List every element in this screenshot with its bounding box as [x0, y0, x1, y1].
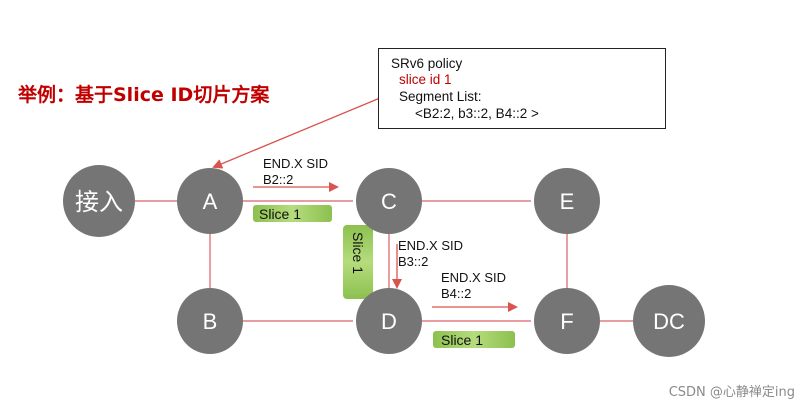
sid-value-a-c: B2::2 — [263, 172, 294, 187]
sid-value-d-f: B4::2 — [441, 286, 472, 301]
slice-bar-d-f — [433, 331, 515, 348]
node-d: D — [356, 288, 422, 354]
slice-label-a-c: Slice 1 — [259, 206, 301, 222]
policy-segment-list: <B2:2, b3::2, B4::2 > — [415, 106, 539, 121]
slice-label-c-d: Slice 1 — [350, 232, 366, 274]
diagram-title: 举例：基于Slice ID切片方案 — [18, 84, 270, 106]
slice-bar-a-c — [253, 205, 332, 222]
sid-label-a-c: END.X SID B2::2 — [263, 156, 328, 188]
policy-slice-id: slice id 1 — [399, 72, 452, 87]
watermark: CSDN @心静禅定ing — [668, 385, 795, 400]
node-dc: DC — [633, 285, 705, 357]
node-b-label: B — [203, 309, 218, 334]
node-c-label: C — [381, 189, 397, 214]
node-b: B — [177, 288, 243, 354]
policy-pointer-arrow — [212, 97, 381, 169]
node-f: F — [534, 288, 600, 354]
node-a: A — [177, 168, 243, 234]
node-d-label: D — [381, 309, 397, 334]
sid-label-d-f: END.X SID B4::2 — [441, 270, 506, 302]
slice-bar-c-d — [343, 225, 373, 299]
node-access: 接入 — [63, 165, 135, 237]
policy-name: SRv6 policy — [391, 56, 463, 71]
slice-label-d-f: Slice 1 — [441, 332, 483, 348]
sid-value-c-d: B3::2 — [398, 254, 429, 269]
node-e: E — [534, 168, 600, 234]
node-f-label: F — [560, 309, 573, 334]
node-a-label: A — [203, 189, 218, 214]
sid-name-d-f: END.X SID — [441, 270, 507, 285]
sid-name-a-c: END.X SID — [263, 156, 329, 171]
node-c: C — [356, 168, 422, 234]
sid-name-c-d: END.X SID — [398, 238, 464, 253]
node-access-label: 接入 — [75, 188, 123, 216]
srv6-policy-box: SRv6 policy slice id 1 Segment List: <B2… — [378, 48, 666, 129]
node-dc-label: DC — [653, 309, 685, 334]
sid-label-c-d: END.X SID B3::2 — [398, 238, 463, 270]
policy-segment-list-label: Segment List: — [399, 89, 482, 104]
node-e-label: E — [560, 189, 575, 214]
